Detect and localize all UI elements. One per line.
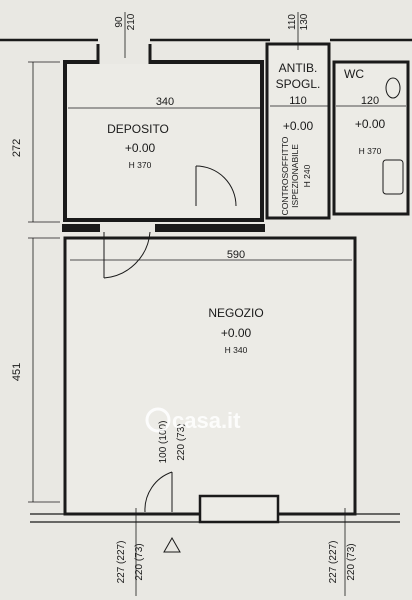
deposito-height: H 370	[129, 160, 152, 170]
top-opening-c: 110	[287, 14, 298, 30]
negozio-height: H 340	[225, 345, 248, 355]
top-opening-b: 210	[126, 13, 137, 30]
deposito-level: +0.00	[125, 141, 156, 155]
controsoffitto-line2: ISPEZIONABILE	[290, 144, 300, 208]
negozio-depth-dim: 451	[11, 363, 23, 381]
top-opening-a: 90	[114, 16, 125, 28]
wc-level: +0.00	[355, 117, 386, 131]
antibagno-name-line2: SPOGL.	[276, 77, 321, 91]
watermark: casa.it	[145, 407, 241, 433]
controsoffitto-line1: CONTROSOFFITTO	[280, 136, 290, 215]
wc-width-dim: 120	[361, 95, 379, 107]
wc-height: H 370	[359, 146, 382, 156]
door-width-dim: 100 (100)	[158, 421, 169, 464]
antibagno-width-dim: 110	[289, 95, 307, 107]
door-height-dim: 220 (73)	[176, 423, 187, 460]
bottom-left-dim-a: 227 (227)	[116, 541, 127, 584]
wc-name: WC	[344, 67, 364, 81]
antibagno-level: +0.00	[283, 119, 314, 133]
top-opening-d: 130	[299, 13, 310, 30]
controsoffitto-line3: H 240	[302, 164, 312, 187]
negozio-name: NEGOZIO	[208, 306, 263, 320]
bottom-left-dim-b: 220 (73)	[134, 543, 145, 580]
deposito-name: DEPOSITO	[107, 122, 169, 136]
antibagno-name-line1: ANTIB.	[279, 61, 318, 75]
deposito-width-dim: 340	[156, 96, 174, 108]
watermark-text: casa.it	[172, 408, 241, 433]
negozio-width-dim: 590	[227, 249, 245, 261]
negozio-level: +0.00	[221, 326, 252, 340]
walls	[0, 12, 412, 596]
deposito-depth-dim: 272	[11, 139, 23, 157]
bottom-right-dim-a: 227 (227)	[328, 541, 339, 584]
bottom-right-dim-b: 220 (73)	[346, 543, 357, 580]
